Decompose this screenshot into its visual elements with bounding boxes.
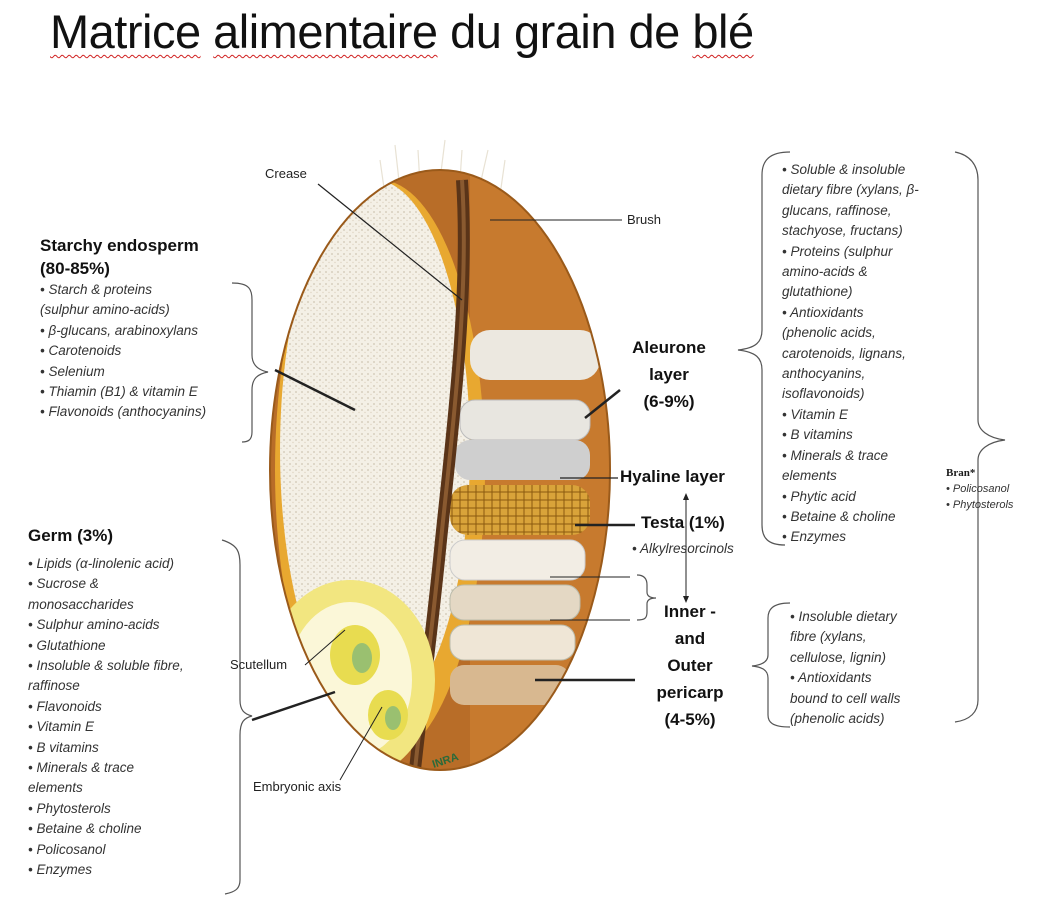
list-item: elements [28,780,83,796]
list-item: • Betaine & choline [28,821,142,837]
label-line: (6-9%) [643,392,695,411]
list-item: anthocyanins, [782,366,866,382]
list-item: • Glutathione [28,637,106,653]
list-item: • Antioxidants [790,670,872,686]
bran-section: Bran* • Policosanol • Phytosterols [946,465,1013,513]
scutellum-label: Scutellum [230,657,288,672]
list-item: (sulphur amino-acids) [40,302,170,318]
list-item: fibre (xylans, [790,629,867,645]
label-line: Inner - [664,602,716,621]
aleurone-label: Aleurone layer (6-9%) [610,334,728,415]
embryonic-axis-label: Embryonic axis [253,779,342,794]
alkylresorcinols-item: • Alkylresorcinols [632,541,734,556]
brush-hairs [379,139,506,196]
list-item: • Phytosterols [946,499,1014,511]
list-item: • Betaine & choline [782,508,896,524]
list-item: glutathione) [782,284,853,300]
brush-label: Brush [627,212,661,227]
list-item: • Enzymes [782,529,846,545]
bran-heading: Bran* [946,467,976,479]
list-item: • Vitamin E [782,406,849,422]
list-item: • Starch & proteins [40,282,153,297]
title-word: Matrice [50,5,201,58]
aleurone-list: • Soluble & insoluble dietary fibre (xyl… [782,160,919,548]
list-item: • Lipids (α-linolenic acid) [28,556,174,571]
list-item: • B vitamins [782,427,853,443]
list-item: stachyose, fructans) [782,223,903,239]
germ-heading: Germ (3%) [28,526,114,545]
label-line: layer [649,365,689,384]
list-item: bound to cell walls [790,690,901,706]
germ-section: Germ (3%) • Lipids (α-linolenic acid) • … [28,526,184,881]
page-title: Matrice alimentaire du grain de blé [50,4,754,59]
list-item: monosaccharides [28,596,134,612]
list-item: (phenolic acids) [790,711,885,727]
testa-layer [450,485,590,535]
list-item: dietary fibre (xylans, β- [782,182,919,198]
label-line: (4-5%) [664,710,716,729]
leader-lines [251,183,687,781]
list-item: • Flavonoids (anthocyanins) [40,404,207,420]
list-item: • Phytic acid [782,488,856,504]
list-item: • Vitamin E [28,719,95,735]
list-item: cellulose, lignin) [790,649,887,665]
list-item: • β-glucans, arabinoxylans [40,322,199,338]
list-item: • Proteins (sulphur [782,243,893,259]
list-item: raffinose [28,678,80,694]
label-line: pericarp [656,683,724,702]
list-item: • Policosanol [946,483,1010,495]
braces [221,151,1006,895]
list-item: • Thiamin (B1) & vitamin E [40,384,198,400]
title-word: blé [692,5,754,58]
endosperm-section: Starchy endosperm (80-85%) • Starch & pr… [40,236,206,423]
title-word: du grain de [450,5,680,58]
list-item: • Carotenoids [40,343,122,359]
testa-label: Testa (1%) [641,513,725,532]
list-item: glucans, raffinose, [782,202,892,218]
pericarp-label: Inner - and Outer pericarp (4-5%) [640,598,740,733]
list-item: • Insoluble dietary [790,609,897,624]
list-item: • Sucrose & [28,576,99,592]
label-line: Outer [667,656,713,675]
list-item: • Minerals & trace [28,760,135,776]
list-item: isoflavonoids) [782,386,865,402]
list-item: • Soluble & insoluble [782,162,906,177]
list-item: • Selenium [40,363,105,379]
hyaline-label: Hyaline layer [620,467,725,486]
label-line: Aleurone [632,338,706,357]
title-word: alimentaire [213,5,438,58]
list-item: amino-acids & [782,264,868,280]
list-item: carotenoids, lignans, [782,345,906,361]
list-item: • Insoluble & soluble fibre, [28,658,184,674]
pericarp-list: • Insoluble dietary fibre (xylans, cellu… [790,607,900,729]
crease-label: Crease [265,166,307,181]
list-item: (phenolic acids, [782,325,876,341]
list-item: • Phytosterols [28,800,111,816]
endosperm-percent: (80-85%) [40,259,110,278]
list-item: • Antioxidants [782,304,864,320]
label-line: and [674,629,706,648]
list-item: • Flavonoids [28,698,102,714]
endosperm-heading: Starchy endosperm [40,236,199,255]
list-item: elements [782,468,837,484]
list-item: • Minerals & trace [782,447,889,463]
list-item: • Policosanol [28,841,106,857]
list-item: • Enzymes [28,862,92,878]
list-item: • Sulphur amino-acids [28,617,160,633]
list-item: • B vitamins [28,739,99,755]
